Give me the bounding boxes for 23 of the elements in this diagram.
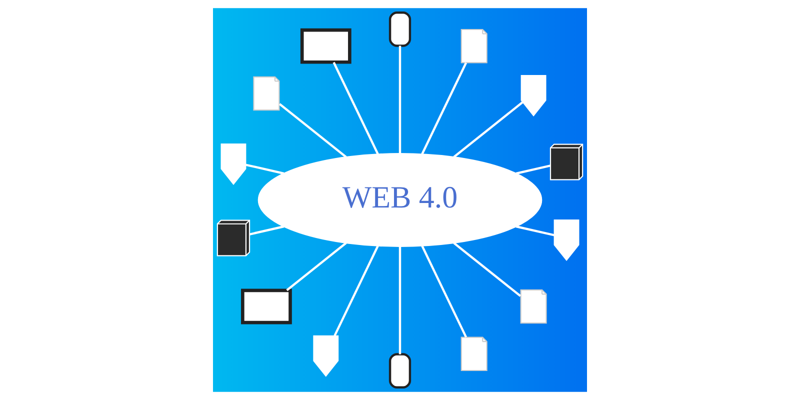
connector	[245, 164, 284, 175]
node-monitor	[300, 28, 352, 64]
node-monitor	[241, 288, 292, 324]
connector	[398, 246, 402, 354]
connector	[516, 164, 550, 175]
connector	[278, 103, 347, 158]
connector	[453, 242, 522, 297]
connector	[334, 245, 379, 336]
node-phone	[388, 11, 412, 47]
node-ellipse: WEB 4.0	[258, 153, 542, 247]
node-person	[554, 220, 580, 262]
connector	[332, 62, 379, 155]
connector	[453, 101, 524, 158]
node-person	[520, 75, 546, 117]
node-phone	[388, 353, 412, 389]
node-person	[220, 144, 246, 185]
connector	[398, 46, 402, 154]
connector	[286, 242, 347, 292]
node-person	[313, 335, 339, 377]
connector	[250, 225, 284, 236]
connector	[421, 245, 468, 338]
connector	[421, 62, 468, 155]
connector	[516, 225, 555, 236]
